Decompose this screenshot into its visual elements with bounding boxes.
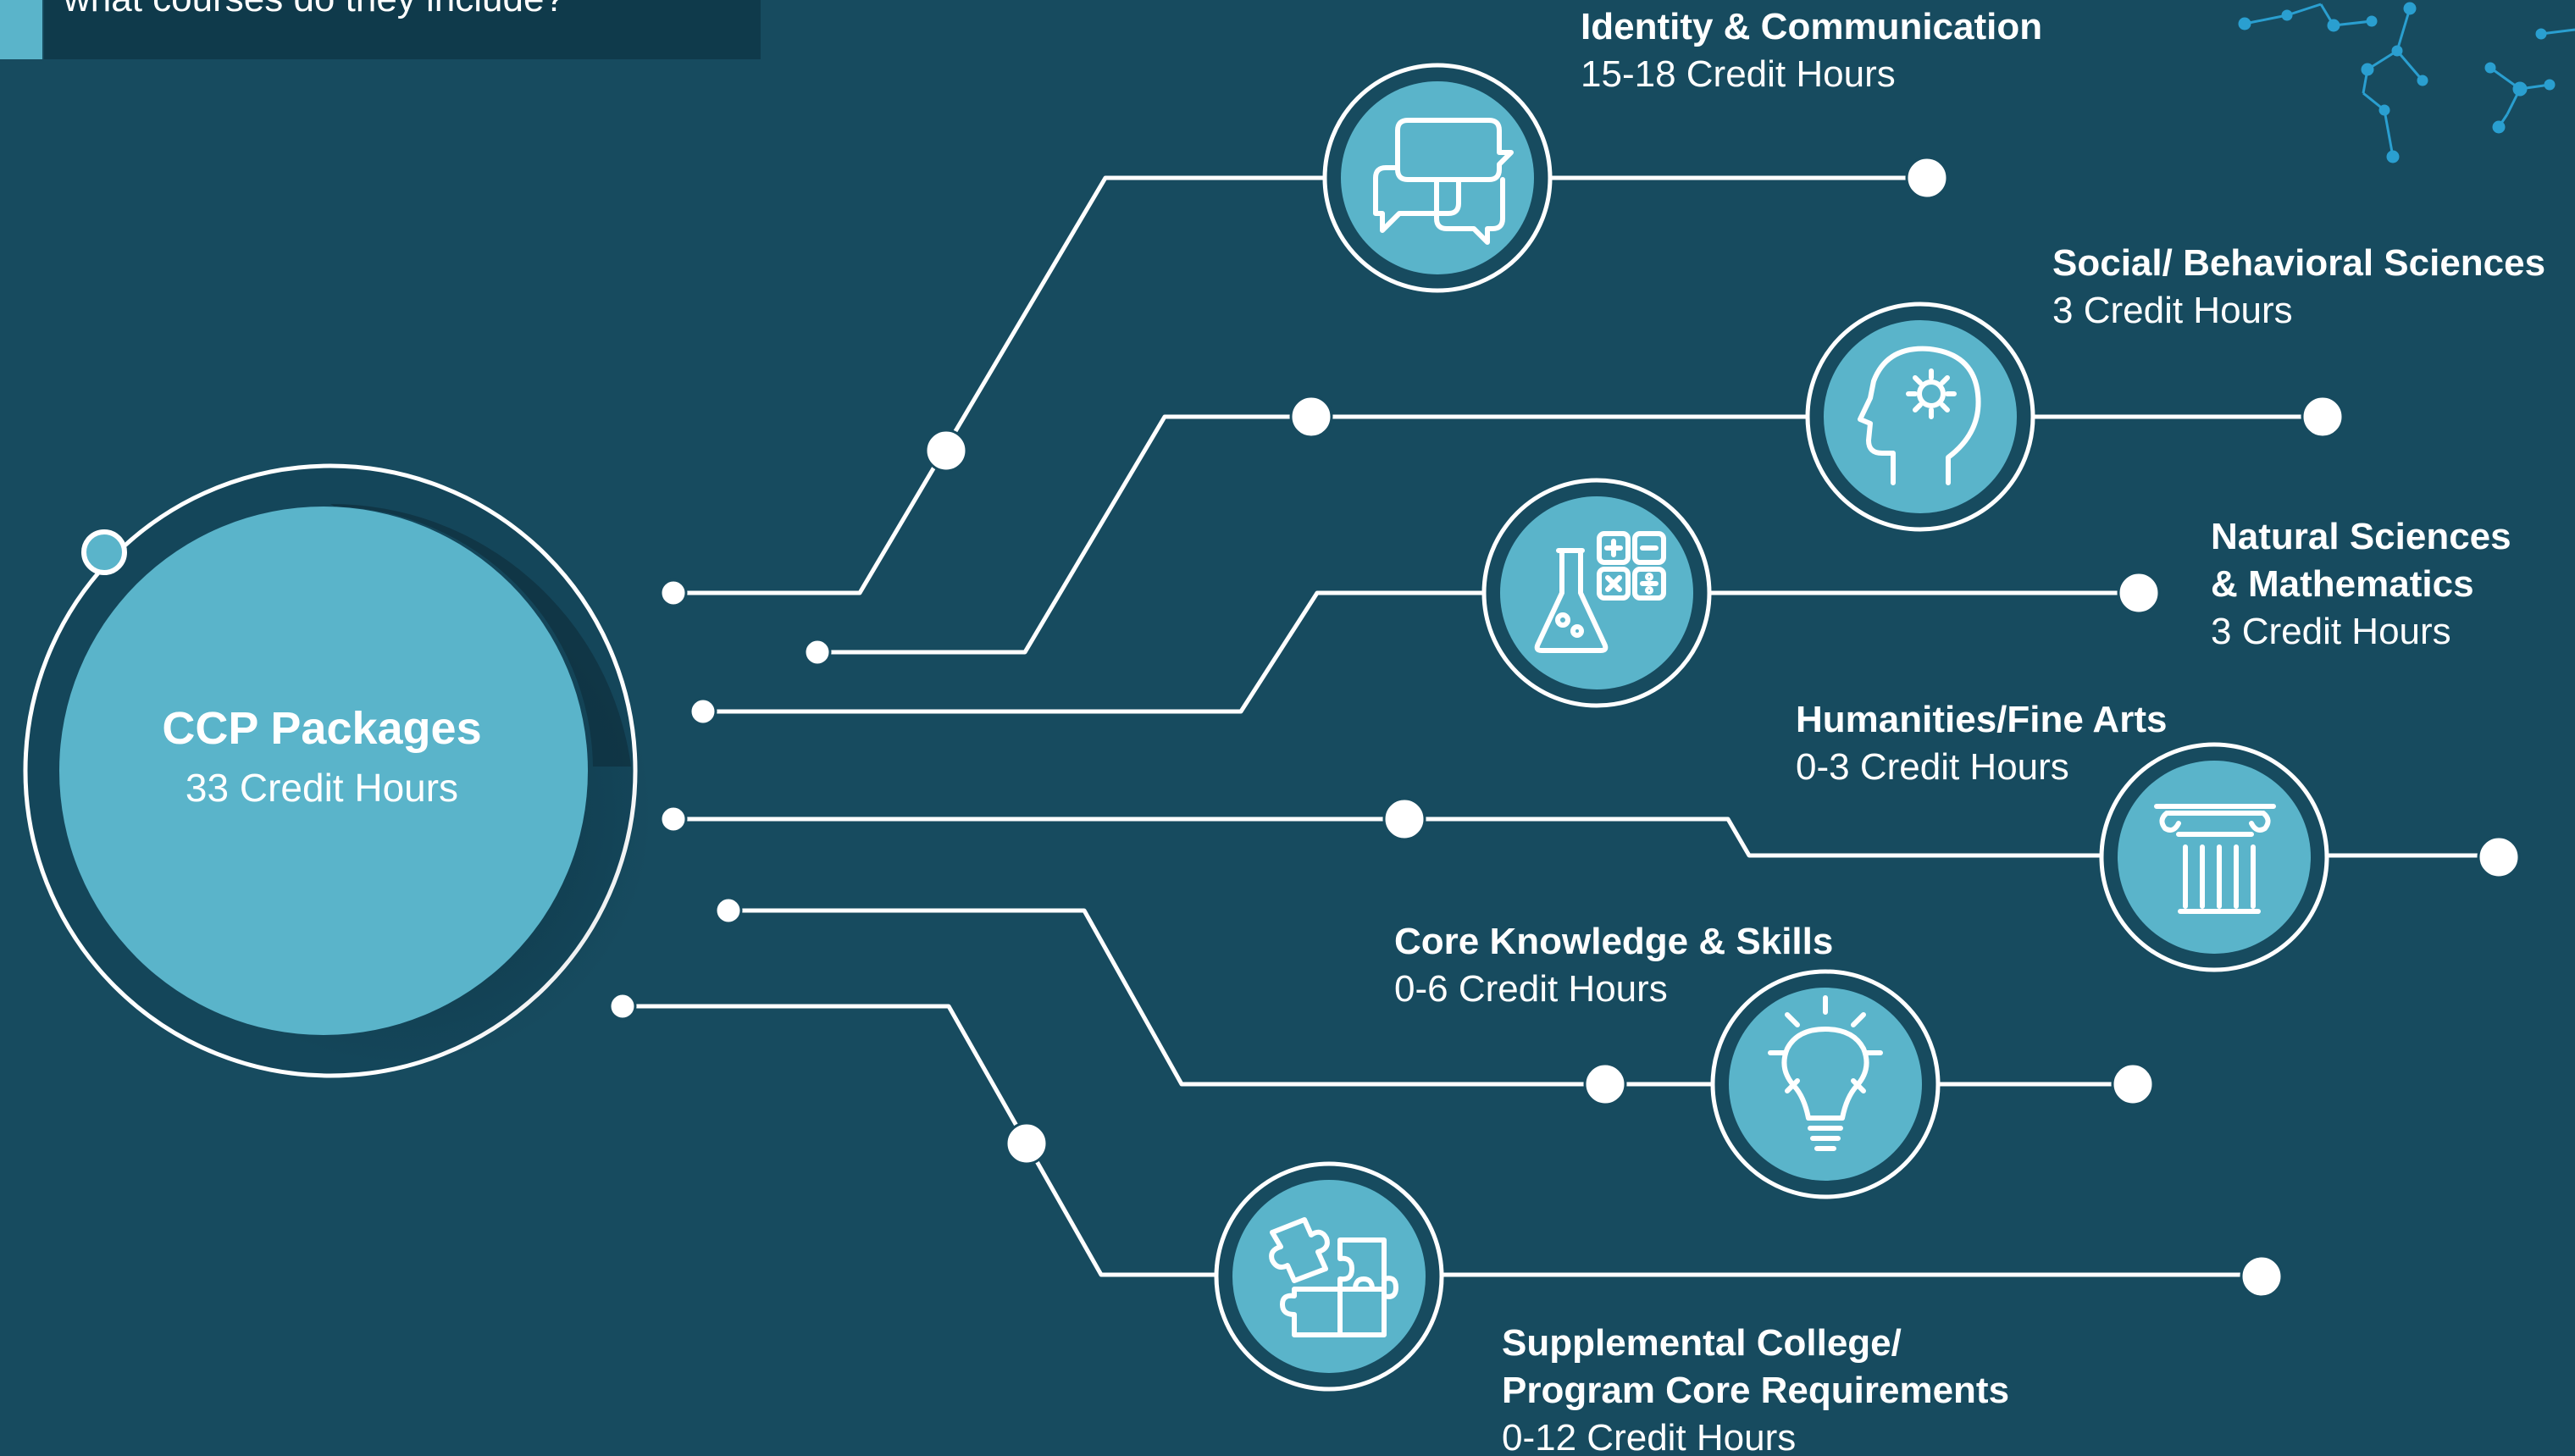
label-hours: 15-18 Credit Hours xyxy=(1581,53,1896,95)
dot xyxy=(2301,395,2345,439)
node-social xyxy=(1805,302,2035,532)
center-hours: 33 Credit Hours xyxy=(185,766,459,810)
head-gear-icon xyxy=(1858,346,1981,485)
label-hours: 0-3 Credit Hours xyxy=(1796,746,2069,788)
label-hours: 3 Credit Hours xyxy=(2211,611,2451,652)
label-title: Social/ Behavioral Sciences xyxy=(2052,242,2546,284)
dot xyxy=(2111,1062,2155,1106)
dot xyxy=(1005,1121,1049,1165)
label-title: Identity & Communication xyxy=(1581,6,2043,47)
column-icon xyxy=(2154,804,2276,914)
label-humanities: Humanities/Fine Arts 0-3 Credit Hours xyxy=(1796,696,2167,791)
connector-identity xyxy=(671,175,1930,595)
label-title: Supplemental College/ xyxy=(1502,1322,1902,1364)
header-box xyxy=(44,0,761,59)
connector-core xyxy=(726,908,2133,1087)
label-social: Social/ Behavioral Sciences 3 Credit Hou… xyxy=(2052,240,2545,335)
dot xyxy=(714,896,743,925)
label-title: Core Knowledge & Skills xyxy=(1394,921,1834,962)
flask-calculator-icon xyxy=(1534,531,1666,653)
center-label: CCP Packages 33 Credit Hours xyxy=(59,695,584,813)
dot xyxy=(2117,571,2161,615)
center-node xyxy=(23,463,652,1078)
dot xyxy=(1289,395,1333,439)
label-title: Program Core Requirements xyxy=(1502,1370,2010,1411)
label-identity: Identity & Communication 15-18 Credit Ho… xyxy=(1581,3,2042,98)
speech-bubbles-icon xyxy=(1373,118,1514,245)
dot xyxy=(803,638,832,667)
dot xyxy=(659,579,688,607)
dot xyxy=(659,805,688,833)
label-hours: 3 Credit Hours xyxy=(2052,290,2293,331)
node-supplemental xyxy=(1214,1161,1444,1392)
label-core: Core Knowledge & Skills 0-6 Credit Hours xyxy=(1394,918,1833,1013)
dot xyxy=(924,429,968,473)
dot xyxy=(2477,835,2521,879)
lightbulb-icon xyxy=(1768,995,1883,1151)
dot xyxy=(689,697,717,726)
dot xyxy=(1382,797,1426,841)
label-title: & Mathematics xyxy=(2211,563,2474,605)
header-accent xyxy=(0,0,42,59)
connector-social xyxy=(815,414,2328,655)
network-decoration xyxy=(2238,2,2575,163)
header-question: what courses do they include? xyxy=(64,0,565,20)
label-natural: Natural Sciences & Mathematics 3 Credit … xyxy=(2211,513,2511,656)
label-hours: 0-6 Credit Hours xyxy=(1394,968,1668,1010)
connector-natural xyxy=(701,590,2141,714)
label-supplemental: Supplemental College/ Program Core Requi… xyxy=(1502,1320,2009,1456)
dot xyxy=(1583,1062,1627,1106)
label-title: Natural Sciences xyxy=(2211,516,2511,557)
center-title: CCP Packages xyxy=(162,703,482,754)
label-hours: 0-12 Credit Hours xyxy=(1502,1417,1797,1456)
label-title: Humanities/Fine Arts xyxy=(1796,699,2168,740)
dot xyxy=(608,992,637,1021)
puzzle-icon xyxy=(1269,1217,1398,1337)
dot xyxy=(1905,156,1949,200)
connector-supplemental xyxy=(620,1004,2264,1277)
dot xyxy=(2240,1254,2284,1298)
